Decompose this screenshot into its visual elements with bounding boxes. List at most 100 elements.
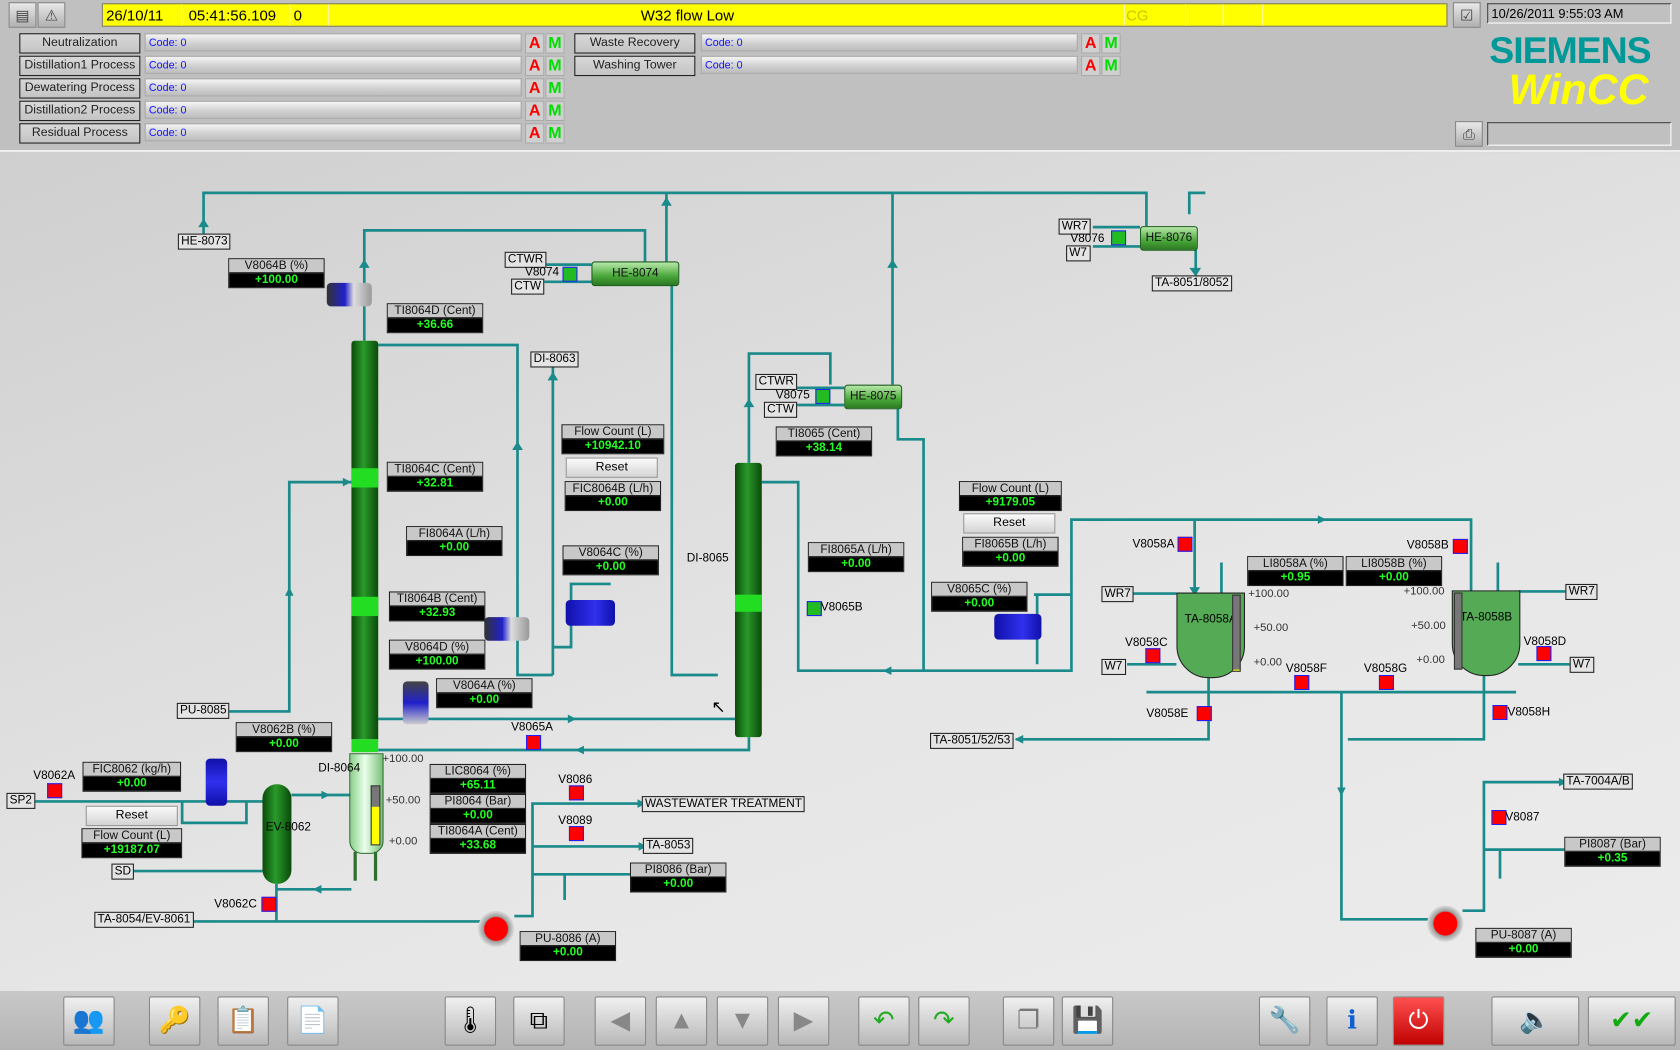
link-ta8054[interactable]: TA-8054/EV-8061 <box>94 911 194 928</box>
column-di8064[interactable] <box>351 340 379 740</box>
auto-indicator[interactable]: A <box>525 78 545 99</box>
auto-indicator[interactable]: A <box>1081 33 1101 54</box>
horn-mute-icon[interactable]: 🔈 <box>1491 996 1580 1046</box>
area-button-residual[interactable]: Residual Process <box>19 123 141 144</box>
motor-valve-v8087-icon[interactable] <box>1491 810 1507 826</box>
alarm-checklist-icon[interactable]: ☑ <box>1452 2 1481 28</box>
link-ctw[interactable]: CTW <box>763 401 798 418</box>
auto-indicator[interactable]: A <box>525 123 545 144</box>
link-w7[interactable]: W7 <box>1569 656 1594 673</box>
motor-valve-v8058b-icon[interactable] <box>1452 538 1468 554</box>
link-he8073[interactable]: HE-8073 <box>177 233 231 250</box>
manual-indicator[interactable]: M <box>545 55 565 77</box>
link-ta8051-52-53[interactable]: TA-8051/52/53 <box>930 732 1014 749</box>
motor-valve-v8075-icon[interactable] <box>815 388 831 404</box>
link-w7[interactable]: W7 <box>1066 245 1091 262</box>
exchanger-he8075[interactable]: HE-8075 <box>844 384 903 410</box>
control-valve-v8065c-icon[interactable] <box>994 613 1042 640</box>
link-ctw[interactable]: CTW <box>511 278 545 295</box>
area-button-distillation1[interactable]: Distillation1 Process <box>19 55 141 77</box>
motor-valve-v8058f-icon[interactable] <box>1294 675 1310 691</box>
link-wr7[interactable]: WR7 <box>1565 583 1598 601</box>
manual-indicator[interactable]: M <box>545 123 565 144</box>
arrow-left-icon[interactable]: ◀ <box>594 996 647 1046</box>
motor-valve-v8058g-icon[interactable] <box>1378 675 1394 691</box>
link-ta8051-8052[interactable]: TA-8051/8052 <box>1151 275 1233 292</box>
acknowledge-all-icon[interactable]: ✔✔ <box>1587 996 1676 1046</box>
arrow-right-icon[interactable]: ▶ <box>777 996 830 1046</box>
pump-pu8086-icon[interactable] <box>477 910 515 948</box>
alarm-list-icon[interactable]: ▤ <box>8 2 37 28</box>
auto-indicator[interactable]: A <box>525 33 545 54</box>
alarm-line[interactable]: 26/10/11 05:41:56.109 0 W32 flow Low CG <box>101 3 1448 27</box>
motor-valve-v8062a-icon[interactable] <box>47 783 63 799</box>
auto-indicator[interactable]: A <box>525 100 545 122</box>
tools-icon[interactable]: 🔧 <box>1258 996 1311 1046</box>
link-di8063[interactable]: DI-8063 <box>530 351 579 368</box>
screen-switch-icon[interactable]: ⧉ <box>513 996 565 1046</box>
motor-valve-v8076-icon[interactable] <box>1111 230 1127 246</box>
control-valve-v8064d-icon[interactable] <box>484 617 530 641</box>
manual-indicator[interactable]: M <box>545 33 565 54</box>
motor-valve-v8058c-icon[interactable] <box>1145 648 1161 664</box>
link-pu8085[interactable]: PU-8085 <box>176 702 230 719</box>
area-button-washing-tower[interactable]: Washing Tower <box>574 55 696 77</box>
link-wastewater[interactable]: WASTEWATER TREATMENT <box>641 796 806 813</box>
motor-valve-v8058h-icon[interactable] <box>1492 705 1508 721</box>
arrow-down-icon[interactable]: ▼ <box>716 996 769 1046</box>
motor-valve-v8062c-icon[interactable] <box>261 896 277 912</box>
key-icon[interactable]: 🔑 <box>148 996 201 1046</box>
motor-valve-v8058a-icon[interactable] <box>1177 536 1193 552</box>
link-ctwr[interactable]: CTWR <box>504 251 547 268</box>
next-screen-icon[interactable]: ↷ <box>918 996 970 1046</box>
link-sd[interactable]: SD <box>111 863 135 880</box>
save-screen-icon[interactable]: 💾 <box>1061 996 1114 1046</box>
control-valve-v8062b-icon[interactable] <box>205 758 228 806</box>
manual-indicator[interactable]: M <box>545 100 565 122</box>
motor-valve-v8058d-icon[interactable] <box>1536 646 1552 662</box>
acknowledge-alarm-icon[interactable]: ⚠ <box>37 2 66 28</box>
control-valve-v8064b-icon[interactable] <box>326 282 372 307</box>
report-icon[interactable]: 📄 <box>287 996 339 1046</box>
auto-indicator[interactable]: A <box>1081 55 1101 77</box>
reset-button-flow-8065[interactable]: Reset <box>963 513 1056 534</box>
power-off-icon[interactable]: ⏻ <box>1392 996 1445 1046</box>
motor-valve-v8074-icon[interactable] <box>562 266 578 282</box>
link-ta8053[interactable]: TA-8053 <box>642 837 694 854</box>
arrow-up-icon[interactable]: ▲ <box>655 996 708 1046</box>
area-button-dewatering[interactable]: Dewatering Process <box>19 78 141 99</box>
previous-screen-icon[interactable]: ↶ <box>858 996 910 1046</box>
manual-indicator[interactable]: M <box>1101 33 1121 54</box>
reset-button-flow-8062[interactable]: Reset <box>85 805 178 827</box>
control-valve-v8064a-icon[interactable] <box>402 681 429 725</box>
area-button-distillation2[interactable]: Distillation2 Process <box>19 100 141 122</box>
link-wr7[interactable]: WR7 <box>1058 218 1092 235</box>
exchanger-he8076[interactable]: HE-8076 <box>1140 226 1198 251</box>
auto-indicator[interactable]: A <box>525 55 545 77</box>
area-button-waste-recovery[interactable]: Waste Recovery <box>574 33 696 54</box>
motor-valve-v8065b-icon[interactable] <box>806 601 822 617</box>
motor-valve-v8065a-icon[interactable] <box>526 735 542 751</box>
manual-indicator[interactable]: M <box>1101 55 1121 77</box>
reset-button-flow-8064[interactable]: Reset <box>565 457 658 478</box>
info-icon[interactable]: ℹ <box>1326 996 1378 1046</box>
link-ta7004[interactable]: TA-7004A/B <box>1563 773 1633 790</box>
manual-indicator[interactable]: M <box>545 78 565 99</box>
motor-valve-v8086-icon[interactable] <box>568 785 584 801</box>
tank-ta8058b[interactable]: TA-8058B <box>1451 590 1521 677</box>
exchanger-he8074[interactable]: HE-8074 <box>591 261 680 287</box>
motor-valve-v8089-icon[interactable] <box>568 826 584 842</box>
link-sp2[interactable]: SP2 <box>6 792 36 809</box>
motor-valve-v8058e-icon[interactable] <box>1196 706 1212 722</box>
control-valve-v8064c-icon[interactable] <box>565 600 616 626</box>
evaporator-ev8062[interactable] <box>262 784 292 884</box>
link-w7[interactable]: W7 <box>1101 658 1126 676</box>
user-login-icon[interactable]: 👥 <box>63 996 115 1046</box>
link-wr7[interactable]: WR7 <box>1101 586 1135 603</box>
pump-pu8087-icon[interactable] <box>1427 905 1464 942</box>
notepad-icon[interactable]: 📋 <box>217 996 269 1046</box>
printer-icon[interactable]: ⎙ <box>1455 121 1483 147</box>
copy-screen-icon[interactable]: ❐ <box>1002 996 1055 1046</box>
link-ctwr[interactable]: CTWR <box>755 373 798 391</box>
area-button-neutralization[interactable]: Neutralization <box>19 33 141 54</box>
